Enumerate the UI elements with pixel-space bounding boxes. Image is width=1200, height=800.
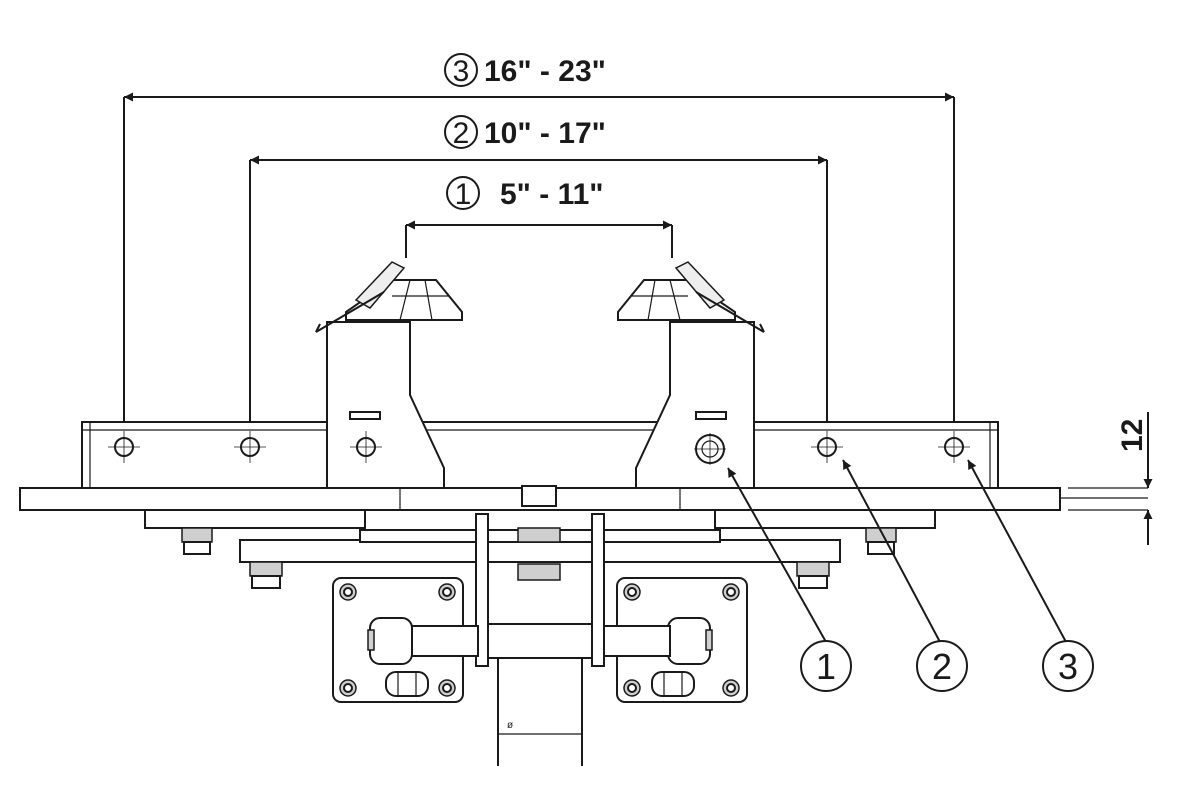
dimension-2-marker-circle	[444, 115, 478, 149]
dimension-3: 3 16" - 23"	[123, 53, 955, 422]
thickness-dimension-label: 12	[1116, 419, 1149, 452]
clamp-left-body	[326, 321, 445, 489]
dimension-2-label: 10" - 17"	[484, 117, 606, 150]
cross-bar	[239, 539, 841, 563]
hole-2-left	[234, 431, 266, 463]
dimension-3-marker: 3	[453, 55, 470, 88]
center-shaft	[487, 623, 593, 659]
balloon-3-label: 3	[1058, 646, 1078, 687]
rail-holes	[108, 431, 970, 463]
dimension-1-marker: 1	[455, 178, 472, 211]
hole-3-right	[938, 431, 970, 463]
shaft-right	[603, 625, 671, 657]
dimension-1-marker-circle	[446, 176, 480, 210]
thickness-dimension: 12	[1116, 412, 1153, 545]
nut-left-2	[249, 561, 283, 577]
shaft-left	[411, 625, 479, 657]
dimension-1-label: 5" - 11"	[500, 178, 604, 211]
lower-plate-left	[144, 509, 366, 529]
balloon-2: 2	[842, 459, 968, 692]
balloon-2-label: 2	[932, 646, 952, 687]
clamp-right-lever	[674, 261, 726, 309]
nut-left-1	[181, 527, 213, 543]
post-diameter-mark: ø	[507, 720, 513, 731]
bushing-left	[369, 617, 413, 665]
balloon-2-leader	[842, 459, 941, 643]
balloon-3-leader	[967, 459, 1067, 643]
center-nut-top	[521, 485, 557, 507]
mount-block-left	[332, 577, 479, 703]
nut-right-2	[796, 561, 830, 577]
balloon-1-leader	[727, 467, 827, 643]
mount-block-right	[603, 577, 748, 703]
hinge-plate-right	[591, 513, 605, 667]
base-assembly	[19, 421, 1148, 667]
mounting-rail	[81, 421, 999, 489]
bushing-right	[667, 617, 711, 665]
clamp-right-jaw	[617, 279, 736, 321]
balloon-1: 1	[727, 467, 852, 692]
balloon-3: 3	[967, 459, 1094, 692]
hole-3-left	[108, 431, 140, 463]
dimension-3-label: 16" - 23"	[484, 55, 606, 88]
hole-2-right	[811, 431, 843, 463]
clamp-left-lever	[354, 261, 406, 309]
dimension-1: 1 5" - 11"	[405, 176, 673, 258]
dimension-2-marker: 2	[453, 117, 470, 150]
clamp-left-jaw	[345, 279, 463, 321]
dimension-3-marker-circle	[444, 53, 478, 87]
dimension-2: 2 10" - 17"	[249, 115, 828, 422]
lower-plate-right	[714, 509, 936, 529]
center-nut-bottom	[517, 563, 561, 581]
clamp-left	[315, 261, 463, 489]
clamp-right-body	[635, 321, 755, 489]
balloon-1-label: 1	[816, 646, 836, 687]
clamp-right	[617, 261, 765, 489]
